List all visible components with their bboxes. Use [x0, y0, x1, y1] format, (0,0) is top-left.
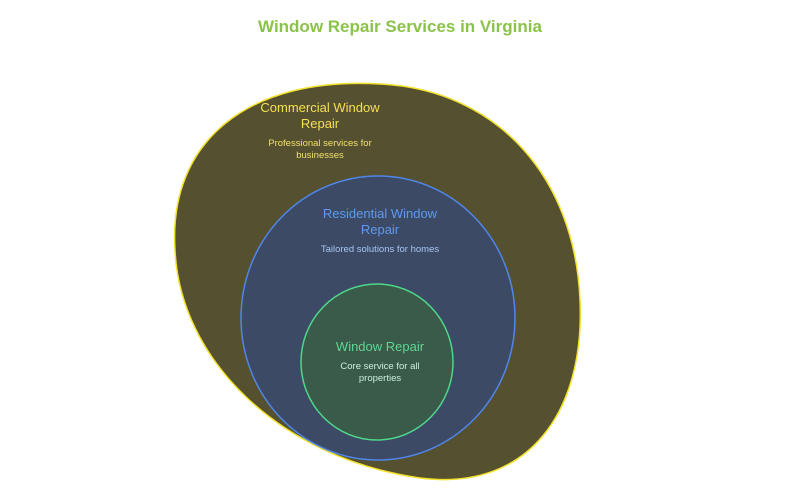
commercial-layer-description: Professional services for businesses	[268, 138, 372, 161]
inner-layer-ellipse	[300, 283, 454, 441]
diagram-title: Window Repair Services in Virginia	[258, 17, 542, 36]
commercial-layer-label: Commercial Window Repair	[260, 100, 380, 131]
core-layer-label: Window Repair	[335, 339, 425, 354]
core-layer-description: Core service for all properties	[340, 361, 420, 384]
residential-layer-description: Tailored solutions for homes	[320, 244, 440, 255]
residential-layer-label: Residential Window Repair	[322, 206, 438, 237]
